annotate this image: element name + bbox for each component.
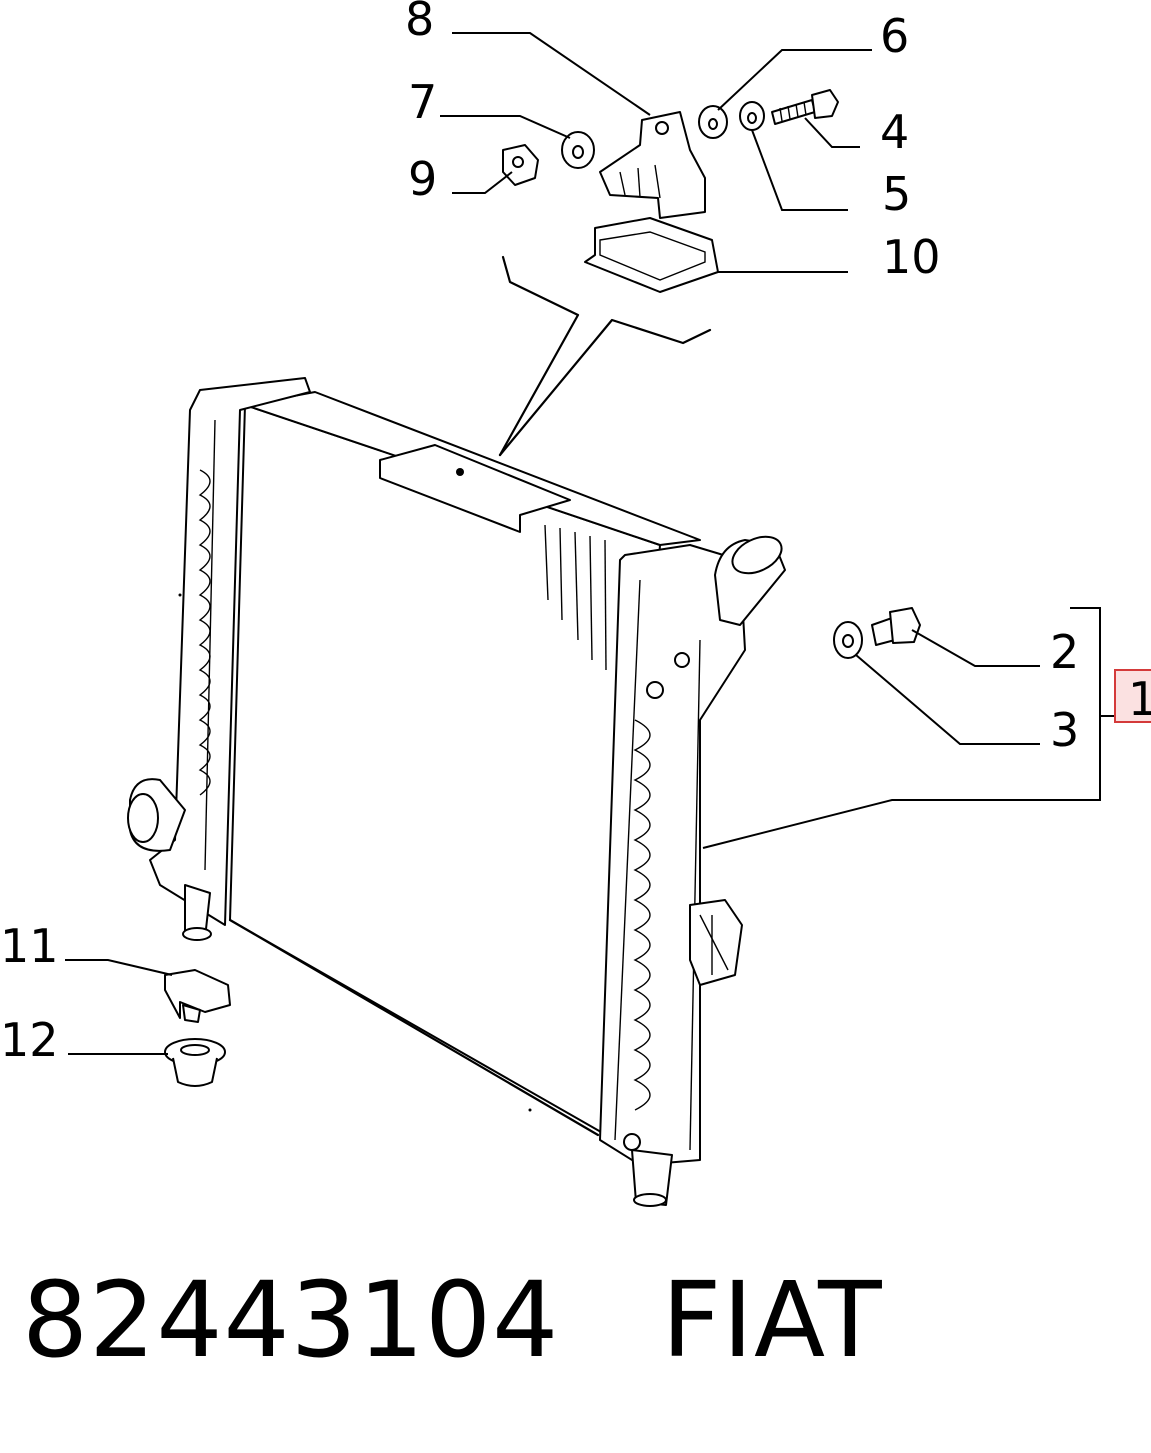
part-number: 82443104 bbox=[22, 1259, 560, 1381]
callout-1: 1 bbox=[1128, 672, 1151, 726]
leader-3 bbox=[855, 654, 1040, 745]
pad-pointer-line bbox=[498, 255, 580, 457]
leader-2 bbox=[911, 629, 1040, 667]
callout-4: 4 bbox=[880, 105, 909, 159]
rubber-pad bbox=[584, 217, 719, 293]
callout-12: 12 bbox=[0, 1013, 59, 1067]
temperature-sensor-2 bbox=[871, 607, 921, 646]
top-mounting-pad bbox=[379, 444, 571, 533]
upper-bracket bbox=[599, 111, 706, 219]
radiator-assembly bbox=[127, 377, 786, 1207]
group-bracket-1 bbox=[702, 607, 1101, 849]
leader-9 bbox=[452, 171, 513, 194]
part-number-caption: 82443104 FIAT bbox=[22, 1268, 883, 1372]
callout-10: 10 bbox=[882, 230, 941, 284]
callout-8: 8 bbox=[405, 0, 434, 46]
brand-name: FIAT bbox=[661, 1259, 883, 1381]
side-bracket bbox=[689, 899, 743, 986]
callout-2: 2 bbox=[1050, 625, 1079, 679]
callout-9: 9 bbox=[408, 152, 437, 206]
callout-6: 6 bbox=[880, 9, 909, 63]
leader-8 bbox=[452, 32, 651, 116]
leader-4 bbox=[804, 117, 860, 148]
callout-3: 3 bbox=[1050, 703, 1079, 757]
leader-6 bbox=[717, 49, 872, 111]
leader-11 bbox=[65, 959, 173, 976]
callout-11: 11 bbox=[0, 919, 59, 973]
callout-7: 7 bbox=[408, 75, 437, 129]
bolt-4 bbox=[771, 89, 839, 125]
grommet-12 bbox=[164, 1038, 226, 1087]
callout-1-highlight bbox=[1114, 669, 1151, 723]
leader-7 bbox=[440, 115, 571, 139]
callout-5: 5 bbox=[882, 167, 911, 221]
right-tank bbox=[599, 544, 746, 1166]
clip-bracket-11 bbox=[164, 969, 231, 1023]
leader-5 bbox=[751, 129, 848, 211]
